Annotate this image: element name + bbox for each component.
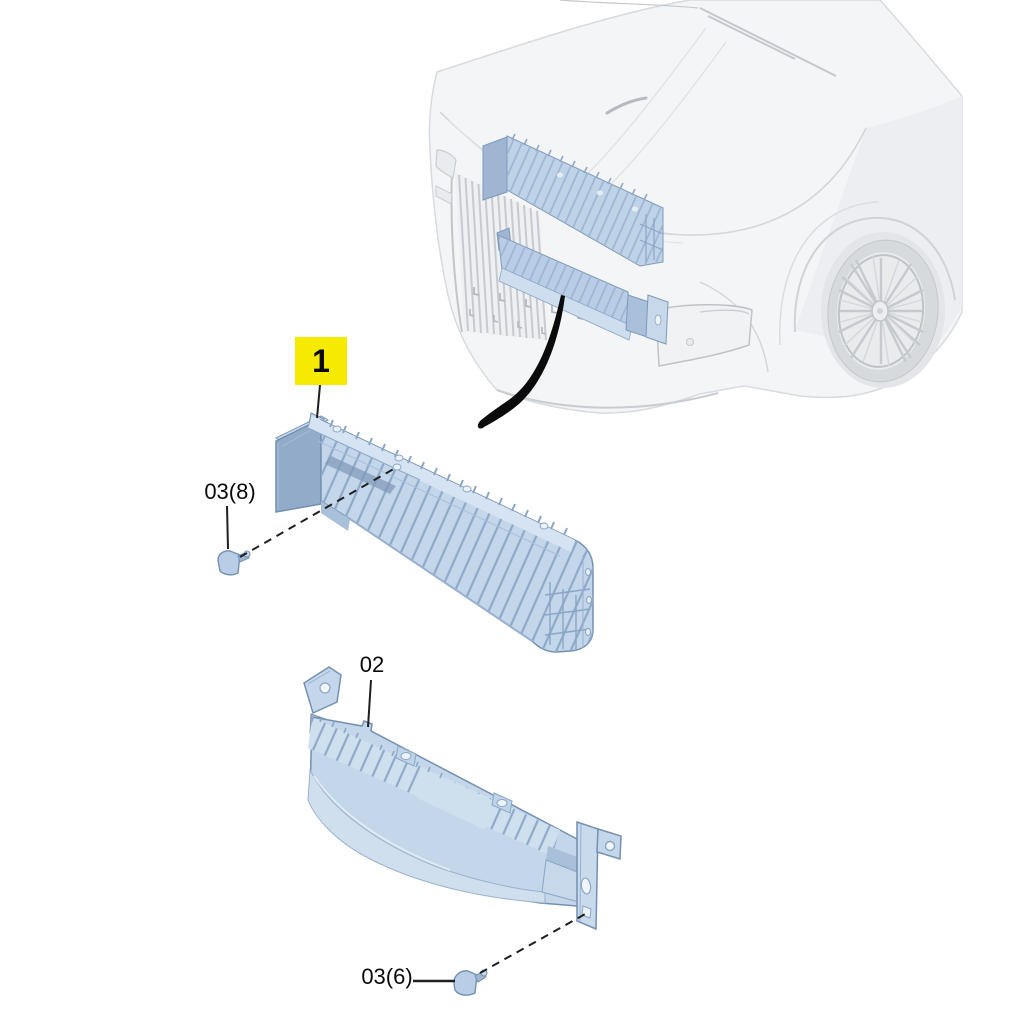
- hood-trim-strip: [605, 96, 648, 115]
- part-upper-air-deflector: [275, 412, 594, 653]
- part1-bottom-wall: [321, 501, 350, 531]
- part1-end-holes: [585, 568, 592, 636]
- leader-lines: [226, 384, 588, 983]
- vehicle-front-illustration: [428, 0, 963, 414]
- callout-02-label: 02: [359, 652, 385, 677]
- leader-part1: [316, 384, 321, 419]
- dashed-leader-lower: [479, 912, 588, 974]
- callout-1-badge: 1: [295, 337, 347, 385]
- air-intake: [655, 304, 753, 367]
- part1-bottom-edge: [349, 518, 533, 642]
- part1-end-grid: [544, 555, 591, 651]
- part2-lip-highlight: [313, 775, 451, 871]
- part2-lower-lip: [307, 768, 546, 904]
- part1-end-plate: [275, 417, 322, 513]
- part1-slot: [325, 456, 396, 494]
- leader-fastener-upper: [226, 505, 229, 550]
- front-wheel: [821, 232, 945, 388]
- part1-top-band: [308, 416, 575, 552]
- dashed-leader-upper: [239, 466, 398, 558]
- installed-shutter-upper: [482, 133, 664, 267]
- part2-band-gap: [417, 768, 492, 830]
- fender-arch-outer: [779, 201, 879, 346]
- part2-tabs: [395, 745, 513, 814]
- part1-ribs: [321, 420, 593, 652]
- fender-arch: [793, 216, 956, 333]
- part-lower-air-deflector: [303, 666, 622, 931]
- part1-top-teeth: [329, 419, 568, 536]
- callout-03-6-label: 03(6): [361, 964, 413, 989]
- headlight: [435, 149, 457, 205]
- leader-part2: [367, 679, 372, 728]
- installed-shutter-lower: [496, 227, 669, 345]
- callout-03-8-label: 03(8): [204, 479, 256, 504]
- windshield-wipers: [559, 0, 837, 77]
- bumper-slots-row2: [469, 309, 547, 335]
- part2-right-bracket-plate: [576, 820, 599, 931]
- location-leader-arrow: [477, 295, 565, 429]
- grille-outline: [450, 169, 463, 333]
- bumper-slots-row1: [473, 287, 606, 325]
- part1-tier-line: [317, 440, 561, 557]
- part1-mount-holes: [332, 425, 549, 530]
- part1-flange-line: [307, 427, 421, 481]
- fastener-clip-lower: [453, 969, 488, 996]
